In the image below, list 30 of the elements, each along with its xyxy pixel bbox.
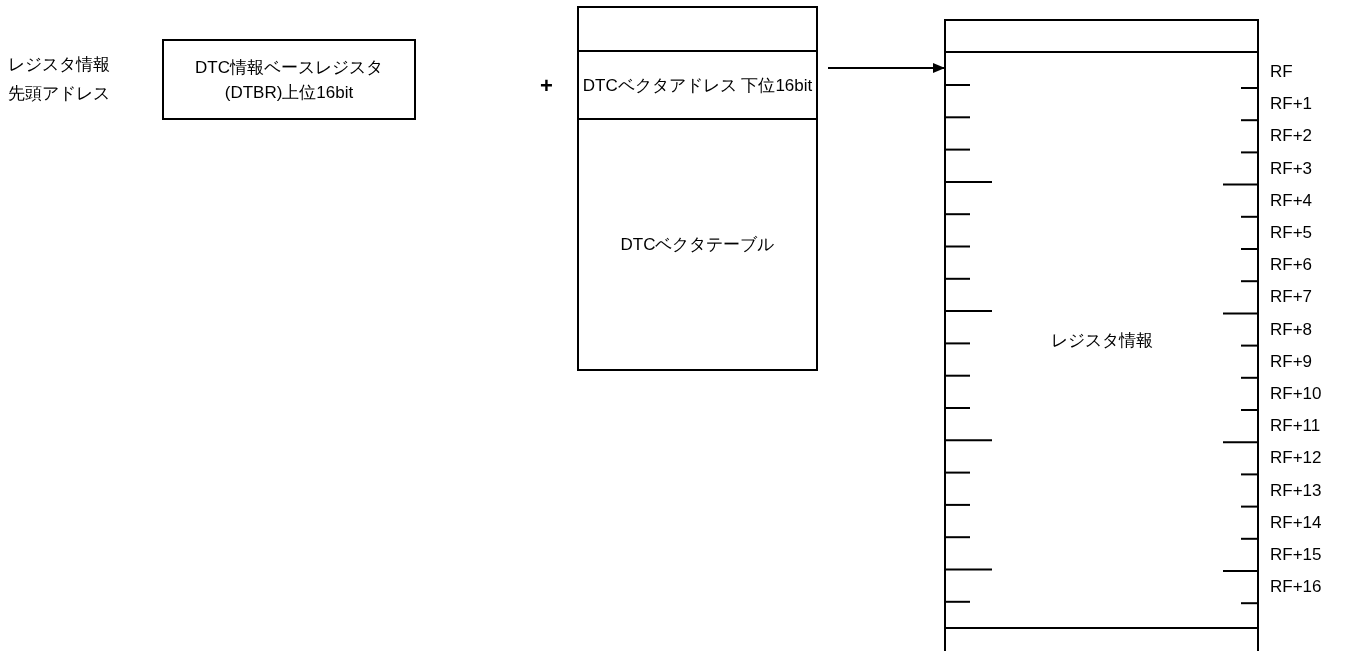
offset-label: RF+4 [1270, 189, 1313, 212]
arrow [827, 63, 946, 73]
side-label: レジスタ情報先頭アドレス [8, 54, 111, 105]
offset-label: RF+13 [1270, 479, 1322, 502]
memory-box [577, 50, 818, 120]
offset-label: RF+6 [1270, 254, 1313, 277]
memory-box [577, 118, 818, 371]
offset-label: RF+11 [1270, 415, 1321, 438]
offset-label: RF+5 [1270, 222, 1313, 244]
offset-label: RF+10 [1270, 383, 1322, 405]
offset-label: RF+9 [1270, 350, 1313, 373]
offset-label: RF [1270, 61, 1293, 83]
box-text: DTCベクタテーブル [620, 234, 775, 256]
empty-box [944, 627, 1259, 651]
offset-label: RF+12 [1270, 447, 1322, 470]
offset-label: RF+15 [1270, 544, 1322, 566]
offset-label: RF+2 [1270, 125, 1313, 148]
plus-sign: + [540, 72, 553, 100]
empty-box [944, 19, 1259, 53]
box-text: レジスタ情報 [1050, 329, 1153, 352]
offset-label: RF+16 [1270, 576, 1322, 599]
empty-box [577, 6, 818, 52]
memory-box [162, 39, 416, 120]
offset-label: RF+8 [1270, 318, 1313, 341]
offset-label: RF+3 [1270, 157, 1313, 180]
offset-label: RF+7 [1270, 286, 1313, 309]
box-text: DTCベクタアドレス 下位16bit [582, 74, 813, 97]
offset-label: RF+14 [1270, 511, 1322, 534]
offset-label: RF+1 [1270, 93, 1313, 116]
box-text: DTC情報ベースレジスタ (DTBR)上位16bit [194, 56, 384, 104]
